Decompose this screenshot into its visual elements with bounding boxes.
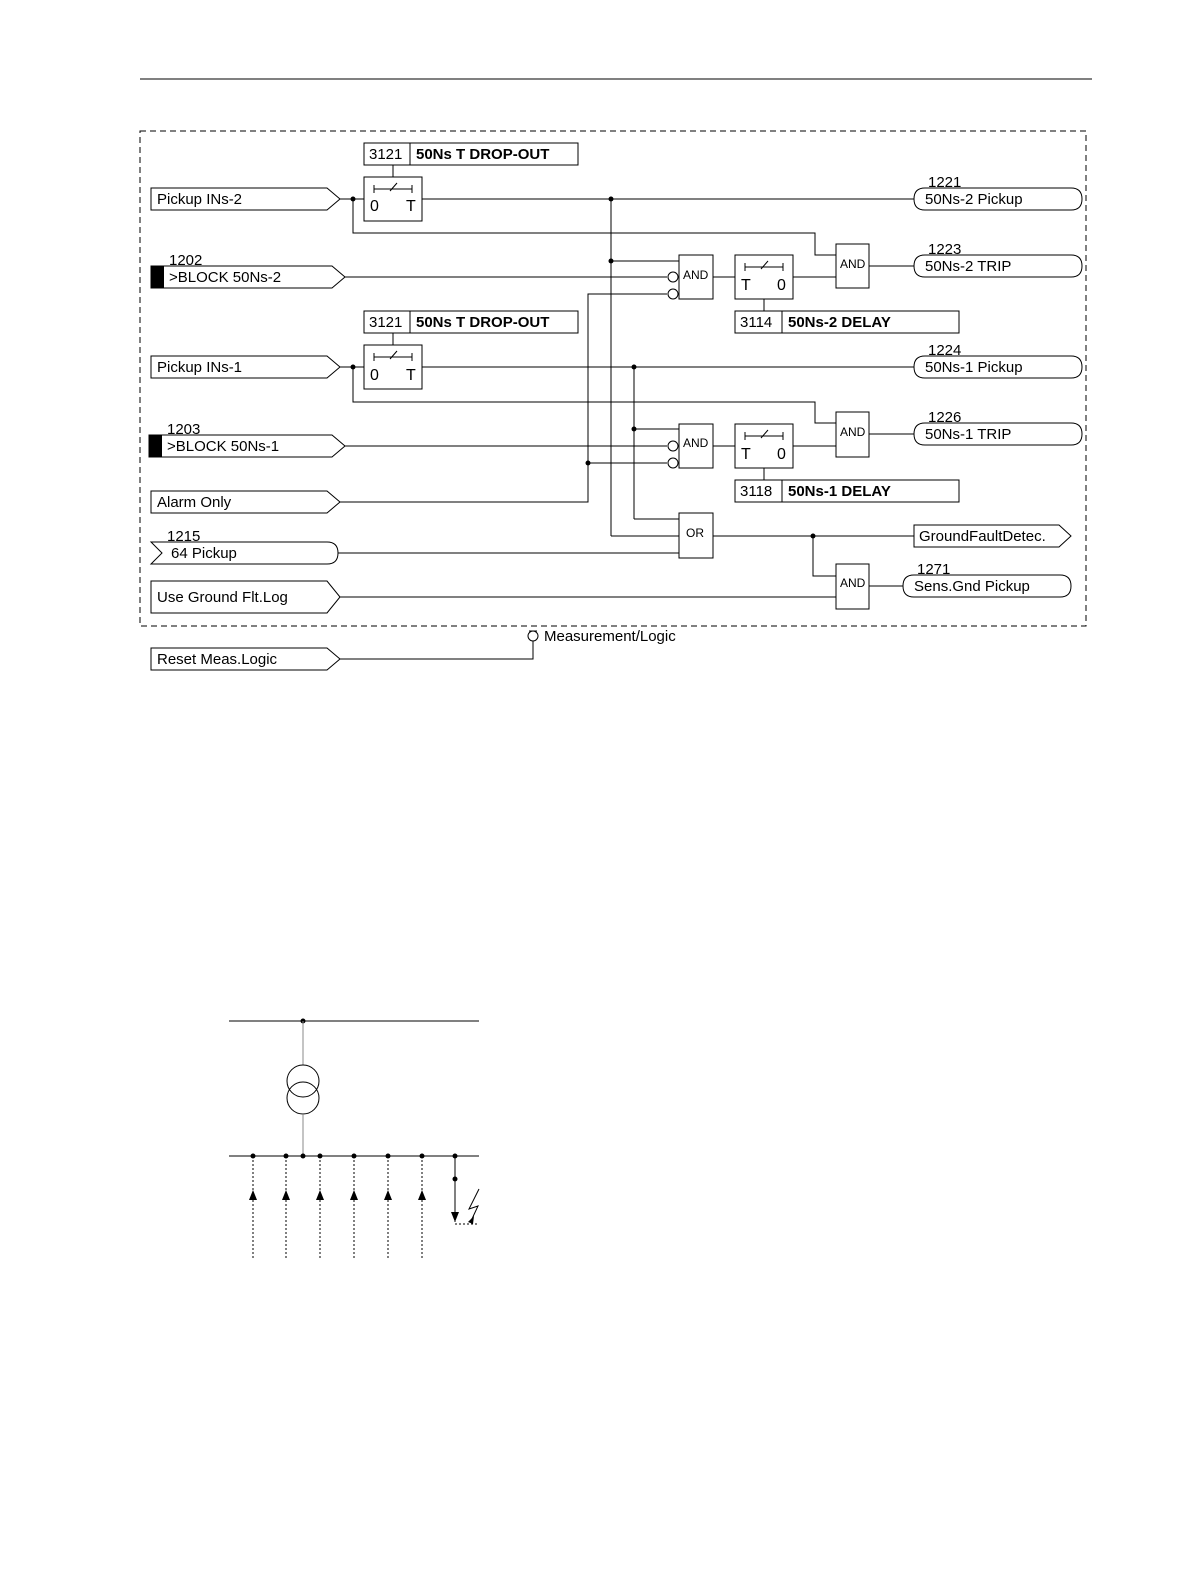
svg-text:Alarm Only: Alarm Only — [157, 494, 232, 511]
svg-text:3118: 3118 — [740, 483, 772, 500]
transformer-icon — [286, 1064, 320, 1115]
logic-boundary — [139, 130, 1087, 627]
input-pickup-ins1: Pickup INs-1 — [150, 355, 341, 379]
setting-dropout-a: 3121 50Ns T DROP-OUT — [363, 142, 579, 177]
input-64-pickup: 1215 64 Pickup — [149, 528, 339, 565]
svg-text:Pickup INs-1: Pickup INs-1 — [157, 359, 242, 376]
setting-delay-50ns2: 3114 50Ns-2 DELAY — [734, 310, 960, 334]
svg-text:AND: AND — [840, 576, 866, 590]
svg-text:1224: 1224 — [928, 342, 961, 359]
svg-text:1223: 1223 — [928, 241, 961, 258]
one-line-diagram — [229, 1018, 480, 1258]
svg-text:GroundFaultDetec.: GroundFaultDetec. — [919, 528, 1046, 545]
svg-text:Pickup INs-2: Pickup INs-2 — [157, 191, 242, 208]
svg-text:Sens.Gnd Pickup: Sens.Gnd Pickup — [914, 578, 1030, 595]
input-block-50ns2: 1202 >BLOCK 50Ns-2 — [150, 252, 346, 289]
svg-text:AND: AND — [840, 257, 866, 271]
timer-delay-50ns2: T 0 — [734, 254, 794, 311]
svg-text:1202: 1202 — [169, 252, 202, 269]
setting-delay-50ns1: 3118 50Ns-1 DELAY — [734, 479, 960, 503]
svg-text:AND: AND — [840, 425, 866, 439]
svg-text:1221: 1221 — [928, 174, 961, 191]
output-50ns2-trip: 1223 50Ns-2 TRIP — [913, 241, 1083, 278]
and-gate-sens-gnd: AND — [835, 563, 870, 610]
svg-text:50Ns-1 Pickup: 50Ns-1 Pickup — [925, 359, 1023, 376]
svg-text:AND: AND — [683, 268, 709, 282]
svg-text:0: 0 — [777, 277, 786, 294]
svg-text:1215: 1215 — [167, 528, 200, 545]
svg-text:3121: 3121 — [369, 146, 402, 163]
output-ground-fault-detec: GroundFaultDetec. — [913, 524, 1072, 548]
svg-text:T: T — [741, 277, 751, 294]
output-50ns2-pickup: 1221 50Ns-2 Pickup — [913, 174, 1083, 211]
input-reset-meas-logic: Reset Meas.Logic — [150, 647, 341, 671]
svg-text:1203: 1203 — [167, 421, 200, 438]
fault-lightning-icon — [468, 1188, 480, 1222]
svg-text:50Ns-2 Pickup: 50Ns-2 Pickup — [925, 191, 1023, 208]
and-gate-trip-2: AND — [835, 243, 870, 289]
svg-text:T: T — [406, 198, 416, 215]
setting-dropout-b: 3121 50Ns T DROP-OUT — [363, 310, 579, 345]
svg-text:50Ns T DROP-OUT: 50Ns T DROP-OUT — [416, 146, 549, 163]
svg-text:Use Ground Flt.Log: Use Ground Flt.Log — [157, 589, 288, 606]
input-use-ground-flt-log: Use Ground Flt.Log — [150, 580, 341, 614]
svg-text:0: 0 — [370, 198, 379, 215]
svg-text:Measurement/Logic: Measurement/Logic — [544, 628, 676, 645]
and-gate-block-2: AND — [667, 254, 714, 300]
svg-text:Reset Meas.Logic: Reset Meas.Logic — [157, 651, 278, 668]
svg-text:50Ns-1 DELAY: 50Ns-1 DELAY — [788, 483, 891, 500]
and-gate-block-1: AND — [667, 423, 714, 469]
output-50ns1-trip: 1226 50Ns-1 TRIP — [913, 409, 1083, 446]
svg-text:50Ns-1 TRIP: 50Ns-1 TRIP — [925, 426, 1011, 443]
output-50ns1-pickup: 1224 50Ns-1 Pickup — [913, 342, 1083, 379]
timer-dropout-ins2: 0 T — [363, 176, 423, 222]
svg-text:T: T — [741, 446, 751, 463]
junction-dots — [350, 196, 816, 539]
svg-text:OR: OR — [686, 526, 704, 540]
svg-text:3121: 3121 — [369, 314, 402, 331]
svg-text:AND: AND — [683, 436, 709, 450]
svg-text:>BLOCK 50Ns-2: >BLOCK 50Ns-2 — [169, 269, 281, 286]
measurement-logic-marker: Measurement/Logic — [527, 628, 676, 645]
svg-text:1226: 1226 — [928, 409, 961, 426]
faulted-feeder — [451, 1153, 480, 1225]
timer-dropout-ins1: 0 T — [363, 344, 423, 390]
input-alarm-only: Alarm Only — [150, 490, 341, 514]
svg-text:T: T — [406, 367, 416, 384]
timer-delay-50ns1: T 0 — [734, 423, 794, 480]
input-pickup-ins2: Pickup INs-2 — [150, 187, 341, 211]
svg-text:50Ns T DROP-OUT: 50Ns T DROP-OUT — [416, 314, 549, 331]
logic-wires — [338, 198, 914, 660]
output-sens-gnd-pickup: 1271 Sens.Gnd Pickup — [902, 561, 1072, 598]
svg-text:>BLOCK 50Ns-1: >BLOCK 50Ns-1 — [167, 438, 279, 455]
or-gate-ground-fault: OR — [678, 512, 714, 559]
svg-text:50Ns-2 TRIP: 50Ns-2 TRIP — [925, 258, 1011, 275]
feeder-arrows — [249, 1153, 426, 1258]
svg-text:1271: 1271 — [917, 561, 950, 578]
svg-text:50Ns-2 DELAY: 50Ns-2 DELAY — [788, 314, 891, 331]
and-gate-trip-1: AND — [835, 411, 870, 458]
input-block-50ns1: 1203 >BLOCK 50Ns-1 — [148, 421, 346, 458]
svg-text:0: 0 — [777, 446, 786, 463]
svg-text:3114: 3114 — [740, 314, 772, 331]
svg-text:64 Pickup: 64 Pickup — [171, 545, 237, 562]
svg-text:0: 0 — [370, 367, 379, 384]
